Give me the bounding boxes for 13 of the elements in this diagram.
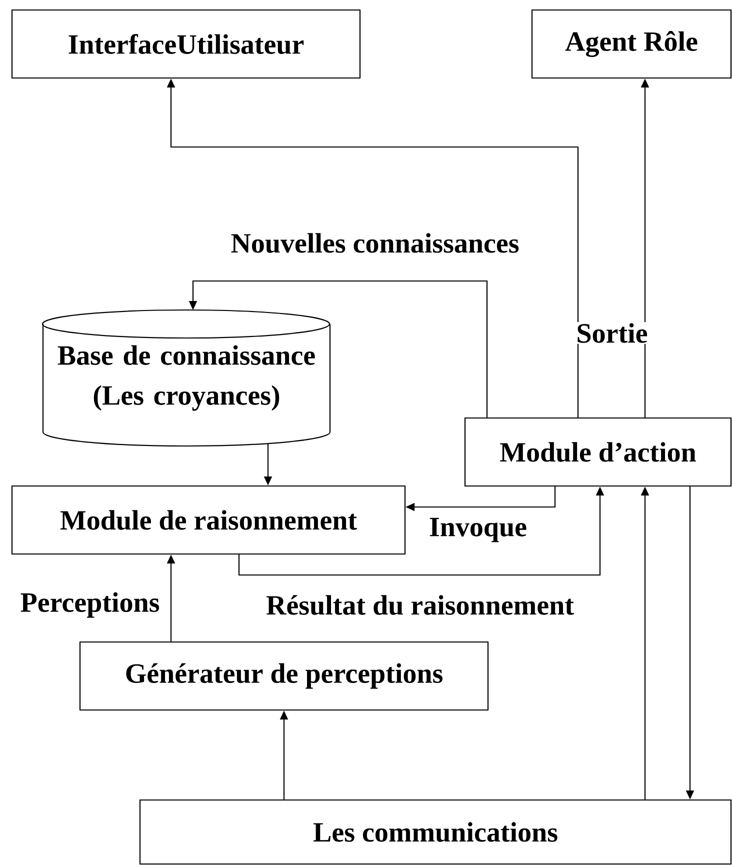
process-box: Les communications [139,799,732,865]
edge-label: Perceptions [19,591,161,619]
process-box: InterfaceUtilisateur [11,9,361,79]
process-box: Module d’action [464,417,732,487]
database-cylinder: Base de connaissance (Les croyances) [42,309,331,447]
edge-label: Nouvelles connaissances [230,232,520,254]
edge-label: Résultat du raisonnement [265,594,575,616]
label: Sortie [575,322,649,344]
process-box: Générateur de perceptions [79,641,489,711]
node-label: Base de connaissance (Les croyances) [58,345,315,411]
process-box: Agent Rôle [531,9,732,79]
edge-label: Invoque [428,516,528,544]
process-box: Module de raisonnement [11,485,406,555]
